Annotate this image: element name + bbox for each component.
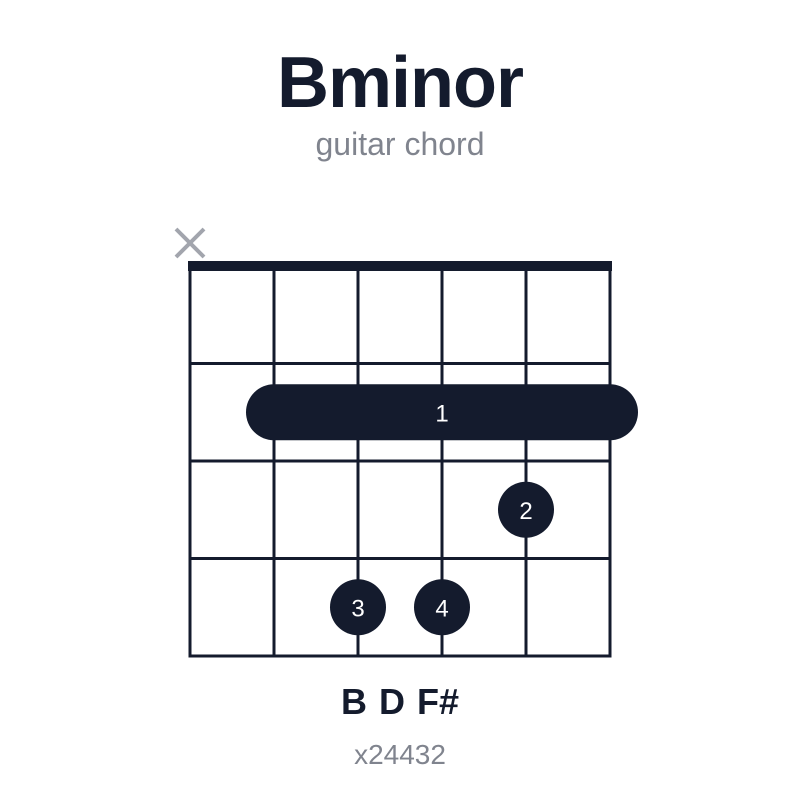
finger-dot: 3 xyxy=(330,579,386,636)
finger-dot: 2 xyxy=(498,481,554,538)
finger-number: 3 xyxy=(351,595,364,622)
fretboard-grid xyxy=(188,261,612,658)
nut xyxy=(188,261,612,271)
chord-fingering-code: x24432 xyxy=(354,739,446,770)
chord-title: Bminor xyxy=(277,43,524,123)
chord-subtitle: guitar chord xyxy=(315,126,485,162)
chord-notes: B D F# xyxy=(340,681,459,722)
barre-group: 1 xyxy=(246,384,638,441)
barre-finger-label: 1 xyxy=(435,400,448,427)
finger-number: 2 xyxy=(519,498,532,525)
finger-dot: 4 xyxy=(414,579,470,636)
finger-dot-circle xyxy=(414,579,470,636)
x-mark-icon xyxy=(174,227,206,259)
finger-number: 4 xyxy=(435,595,448,622)
barre xyxy=(246,384,638,441)
finger-dots: 2 3 4 xyxy=(330,481,554,636)
finger-dot-circle xyxy=(330,579,386,636)
finger-dot-circle xyxy=(498,481,554,538)
string-markers xyxy=(174,227,206,259)
